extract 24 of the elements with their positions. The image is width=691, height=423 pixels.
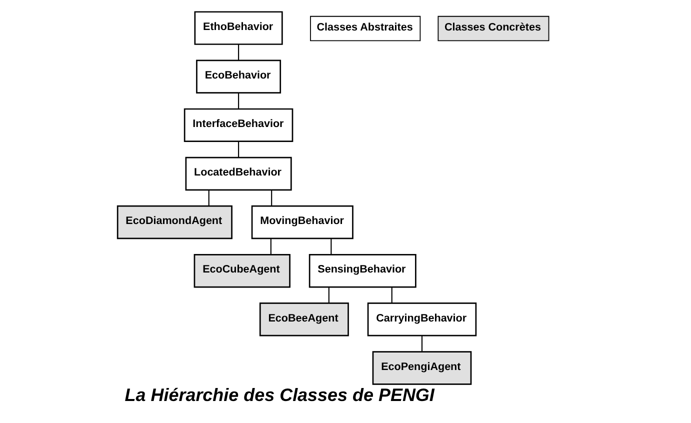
node-box: EthoBehavior	[194, 11, 282, 45]
node-box: LocatedBehavior	[184, 156, 292, 191]
connector	[390, 287, 392, 303]
node-box: EcoPengiAgent	[372, 351, 472, 385]
connector	[330, 238, 332, 254]
node-box: EcoDiamondAgent	[116, 205, 232, 240]
node-box: EcoBehavior	[196, 60, 281, 94]
connector	[238, 44, 239, 60]
connector	[270, 238, 271, 254]
connector	[238, 142, 239, 158]
connector	[420, 336, 422, 352]
node-box: SensingBehavior	[308, 254, 416, 288]
connector	[328, 287, 329, 303]
legend-label: Classes Abstraites	[316, 21, 412, 34]
node-box: EcoCubeAgent	[193, 254, 290, 288]
diagram-title: La Hiérarchie des Classes de PENGI	[124, 385, 434, 406]
node-box: EcoBeeAgent	[258, 302, 348, 336]
node-box: MovingBehavior	[250, 205, 353, 240]
connector	[208, 190, 209, 206]
legend-label: Classes Concrètes	[444, 21, 540, 34]
connector	[270, 190, 272, 206]
connector	[238, 93, 239, 109]
node-box: CarryingBehavior	[366, 302, 476, 336]
node-box: InterfaceBehavior	[183, 108, 293, 142]
